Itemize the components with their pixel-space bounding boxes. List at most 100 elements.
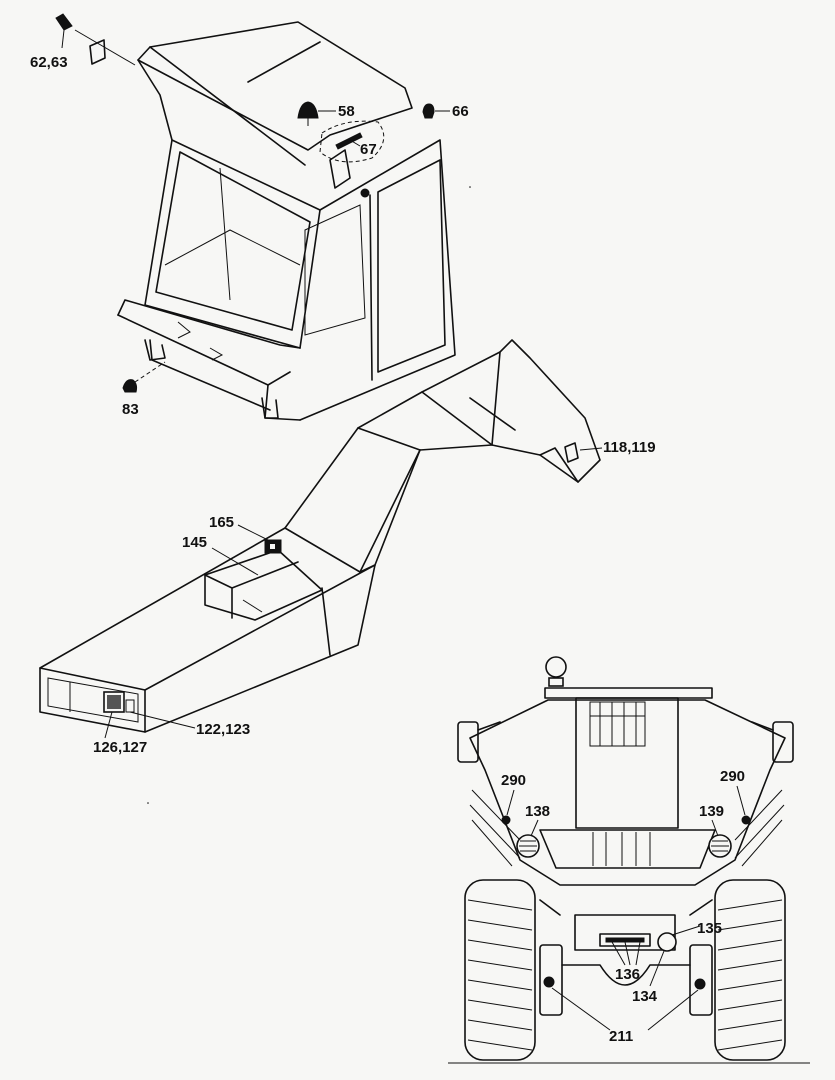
- leader-62-63-label: [61, 29, 65, 49]
- cab-roof: [137, 21, 413, 151]
- tire-left-tread: [467, 899, 533, 1051]
- callout-290-right: 290: [720, 768, 745, 785]
- rear-window-grid: [590, 702, 645, 746]
- rear-beacon: [545, 656, 567, 678]
- rear-side-ribs-right: [734, 789, 785, 867]
- rear-crossmember: [574, 914, 676, 951]
- rear-cab-panel: [575, 697, 679, 829]
- chassis-frame: [39, 339, 601, 733]
- hub-right: [689, 944, 713, 1016]
- tire-right: [714, 879, 786, 1061]
- frame-front-side: [144, 564, 376, 733]
- mirror-left: [457, 721, 479, 763]
- cab-roof-front-lip: [137, 59, 173, 141]
- frame-rear-section: [421, 339, 601, 483]
- callout-139: 139: [699, 803, 724, 820]
- cab-door: [377, 159, 446, 373]
- cab-dash-top: [117, 299, 301, 349]
- plate-holder: [599, 933, 651, 947]
- hub-left: [539, 944, 563, 1016]
- hub-left-lamp: [543, 976, 555, 988]
- callout-138: 138: [525, 803, 550, 820]
- cab-rear-pillar: [219, 167, 231, 301]
- frame-rear-edge: [491, 351, 501, 446]
- rear-bumper: [539, 829, 716, 869]
- speck-1: [469, 186, 471, 188]
- leader-138: [530, 819, 539, 837]
- part-66: 66: [422, 103, 469, 120]
- leader-290-left: [506, 789, 515, 816]
- rear-grille: [592, 832, 651, 866]
- callout-58: 58: [338, 103, 355, 120]
- cab-roof-ridge: [247, 41, 321, 83]
- reflector-right: [741, 815, 751, 825]
- battery-box-edge: [242, 599, 263, 613]
- tire-left: [464, 879, 536, 1061]
- part-58: 58: [297, 101, 355, 126]
- cab-assembly: [117, 21, 456, 421]
- tail-lamp-icon: [564, 442, 579, 463]
- front-lamp-lens: [107, 695, 121, 709]
- callout-211: 211: [609, 1028, 633, 1045]
- reflector-left: [501, 815, 511, 825]
- frame-front-recess: [47, 677, 139, 723]
- callout-145: 145: [182, 534, 207, 551]
- tire-right-tread: [717, 899, 783, 1051]
- leader-134: [649, 950, 665, 987]
- plate-lamp: [605, 937, 645, 943]
- frame-rear-tip: [539, 447, 579, 483]
- rear-roof: [544, 687, 713, 699]
- leader-136: [611, 941, 641, 966]
- callout-118-119: 118,119: [603, 439, 656, 456]
- leader-122-123: [129, 711, 196, 729]
- callout-126-127: 126,127: [93, 739, 147, 756]
- callout-62-63: 62,63: [30, 54, 68, 71]
- frame-front-top: [39, 527, 376, 691]
- decal-outline: [319, 120, 385, 163]
- work-lamp-icon: [422, 103, 435, 119]
- cab-mount-right: [261, 397, 279, 419]
- frame-mid-section: [284, 391, 493, 573]
- cab-side: [299, 139, 456, 421]
- front-lamp-side: [125, 699, 135, 713]
- callout-83: 83: [122, 401, 139, 418]
- leader-145: [211, 547, 259, 576]
- leader-165: [237, 524, 271, 542]
- frame-rear-seam: [469, 397, 516, 431]
- part-165-hole: [270, 544, 275, 549]
- hub-right-lamp: [694, 978, 706, 990]
- rear-window: [589, 701, 646, 747]
- leader-139: [711, 819, 719, 837]
- battery-box-lid: [204, 561, 299, 619]
- rear-lamp-134: [657, 932, 677, 952]
- leader-67: [349, 139, 361, 147]
- cab-base: [264, 384, 301, 421]
- callout-134: 134: [632, 988, 658, 1005]
- battery-box: [204, 549, 323, 621]
- wiper-icon: [55, 13, 73, 31]
- sticker-icon: [89, 39, 106, 65]
- cab-interior-rail: [164, 229, 301, 266]
- headlamp-right-lines: [711, 840, 729, 852]
- callout-136: 136: [615, 966, 640, 983]
- leader-83-dashed: [134, 361, 166, 383]
- cab-mirror: [329, 149, 351, 189]
- cab-latch-2: [209, 347, 224, 361]
- vehicle-rear-view: [448, 656, 810, 1064]
- headlamp-left-lines: [519, 840, 537, 852]
- cab-interior-lamp: [360, 188, 370, 198]
- callout-67: 67: [360, 141, 377, 158]
- frame-mid-seam-1: [357, 427, 421, 451]
- cab-latch: [177, 321, 191, 339]
- part-83: 83: [122, 361, 166, 418]
- callout-122-123: 122,123: [196, 721, 250, 738]
- callout-165: 165: [209, 514, 234, 531]
- callout-66: 66: [452, 103, 469, 120]
- leader-290-right: [736, 785, 746, 816]
- frame-front-seam: [321, 587, 331, 656]
- cab-floor-edge: [149, 339, 271, 411]
- leader-211: [551, 987, 699, 1031]
- leader-126-127: [104, 711, 113, 739]
- beacon-lamp-icon: [297, 101, 319, 119]
